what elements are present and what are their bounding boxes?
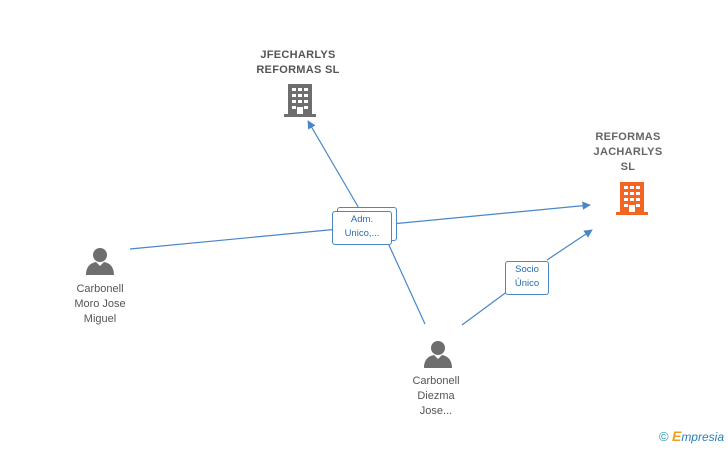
copyright-symbol: © xyxy=(659,429,669,444)
edge-diezma-to-jacharlys-upper xyxy=(546,229,593,261)
person-icon[interactable] xyxy=(424,341,452,368)
edge-label-line: Adm. xyxy=(350,214,374,225)
edge-label-socio-unico[interactable]: Socio Único xyxy=(505,261,549,295)
person-label-carbonell-moro[interactable]: Carbonell Moro Jose Miguel xyxy=(50,282,150,327)
company-name-line: REFORMAS xyxy=(595,131,661,143)
company-name-line: JACHARLYS xyxy=(593,146,663,158)
person-name-line: Moro Jose xyxy=(74,298,126,310)
edge-diezma-to-jacharlys-lower xyxy=(461,290,509,326)
building-icon-highlighted[interactable] xyxy=(616,182,648,215)
person-name-line: Carbonell xyxy=(412,375,460,387)
person-name-line: Jose... xyxy=(419,405,453,417)
company-name-line: REFORMAS SL xyxy=(256,64,340,76)
person-name-line: Diezma xyxy=(417,390,455,402)
edge-label-line: Socio xyxy=(515,264,539,275)
edge-label-line: Único xyxy=(514,278,540,289)
edge-diezma-to-jfecharlys-upper xyxy=(307,120,361,211)
person-name-line: Carbonell xyxy=(76,283,124,295)
company-name-line: JFECHARLYS xyxy=(260,49,336,61)
brand-logo-initial: E xyxy=(671,428,682,444)
building-icon[interactable] xyxy=(284,84,316,117)
edge-label-adm-unico[interactable]: Adm. Unico,... xyxy=(332,211,392,245)
person-icon[interactable] xyxy=(86,248,114,275)
company-label-jfecharlys[interactable]: JFECHARLYS REFORMAS SL xyxy=(236,48,360,78)
person-label-carbonell-diezma[interactable]: Carbonell Diezma Jose... xyxy=(386,374,486,419)
brand-logo-text: mpresia xyxy=(681,430,724,444)
company-name-line: SL xyxy=(620,161,636,173)
person-name-line: Miguel xyxy=(83,313,117,325)
edge-diezma-to-jfecharlys-lower xyxy=(382,231,426,325)
edge-label-line: Unico,... xyxy=(344,228,380,239)
company-label-reformas-jacharlys[interactable]: REFORMAS JACHARLYS SL xyxy=(578,130,678,175)
empresia-watermark: © Empresia xyxy=(659,428,724,444)
